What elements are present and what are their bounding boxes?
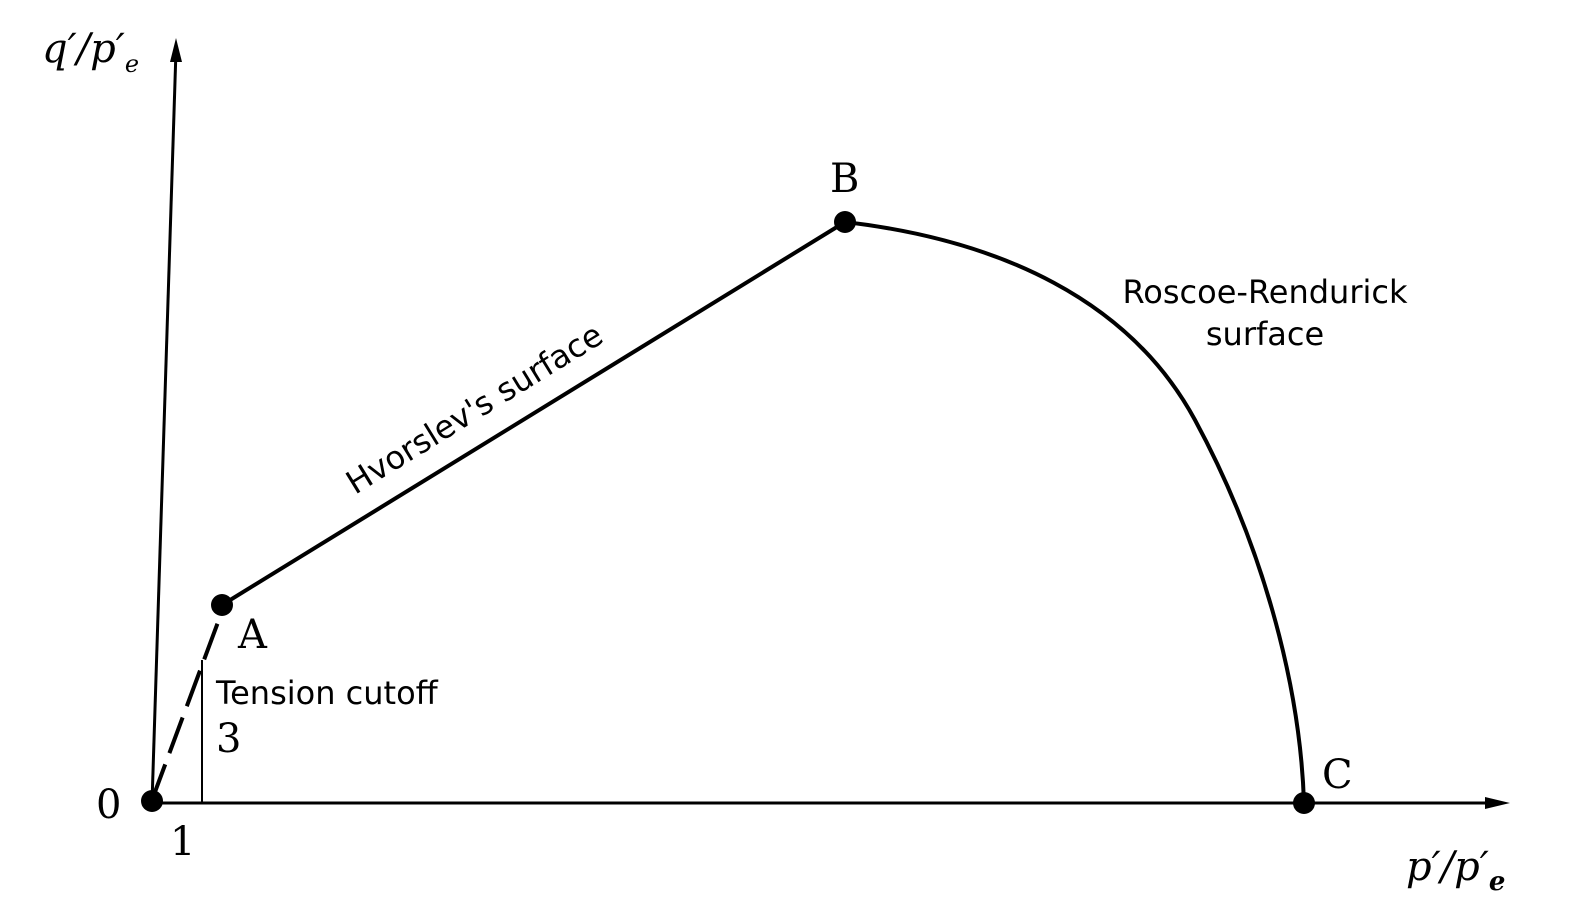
vertical-tick-label-3: 3 xyxy=(216,716,241,762)
y-axis xyxy=(150,49,178,804)
roscoe-rendurick-curve xyxy=(844,220,1306,804)
roscoe-rendurick-label-line2: surface xyxy=(1206,315,1324,353)
x-axis-label: p′/p′e xyxy=(1406,844,1505,897)
x-tick-label-1: 1 xyxy=(170,819,195,865)
point-a-label: A xyxy=(237,612,268,658)
tension-cutoff-label: Tension cutoff xyxy=(215,674,439,712)
hvorslev-surface-label: Hvorslev's surface xyxy=(339,315,609,501)
point-c-label: C xyxy=(1322,752,1353,798)
point-b-marker xyxy=(834,211,856,233)
x-axis-arrow xyxy=(1485,797,1510,809)
point-origin-marker xyxy=(141,790,163,812)
point-b-label: B xyxy=(830,156,859,202)
roscoe-rendurick-label-line1: Roscoe-Rendurick xyxy=(1123,273,1408,311)
y-axis-label: q′/p′e xyxy=(42,26,139,78)
point-a-marker xyxy=(211,594,233,616)
hvorslev-surface-line xyxy=(220,220,847,607)
origin-label: 0 xyxy=(96,782,121,828)
tension-cutoff-line xyxy=(150,605,226,801)
y-axis-arrow xyxy=(170,38,182,62)
point-c-marker xyxy=(1293,792,1315,814)
